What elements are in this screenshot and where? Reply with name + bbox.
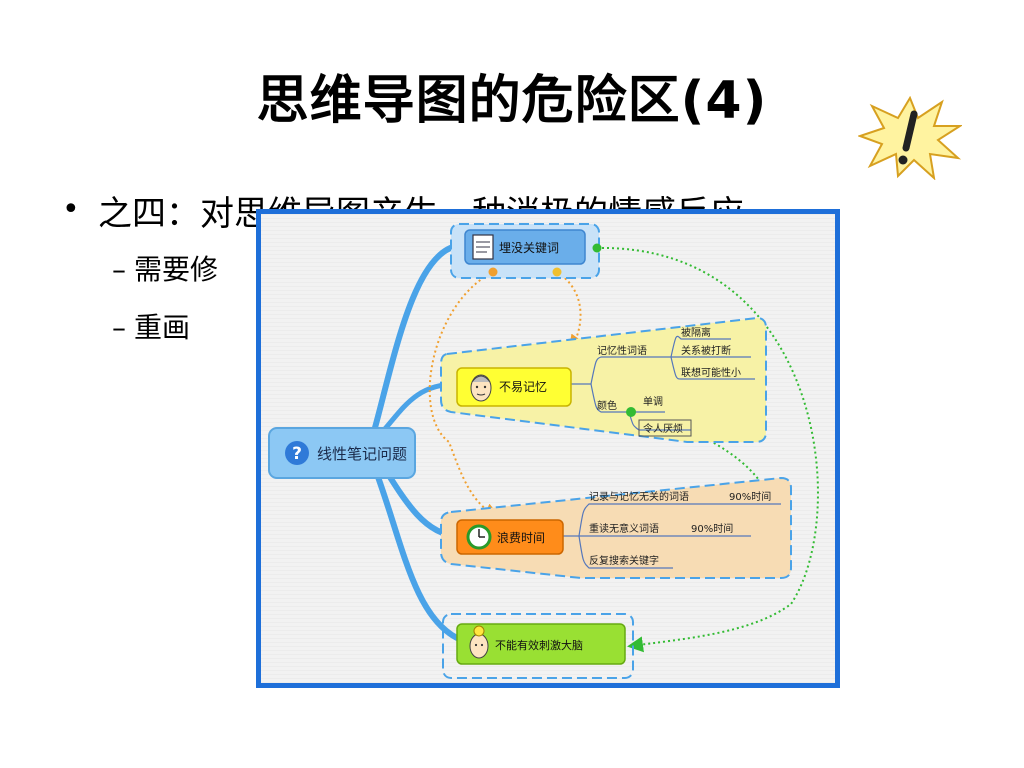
link-dot — [552, 267, 562, 277]
memory-word-item: 关系被打断 — [681, 344, 731, 357]
memory-node[interactable]: 不易记忆 — [456, 367, 572, 407]
memory-region — [440, 316, 767, 443]
waste-item-value: 90%时间 — [729, 490, 771, 503]
waste-item-text: 重读无意义词语 — [589, 522, 659, 535]
sub-item-text: 重画 — [134, 311, 191, 344]
clock-icon — [466, 524, 492, 550]
color-item: 单调 — [643, 396, 663, 408]
mindmap-image: ? 线性笔记问题 埋没关键词 — [256, 209, 840, 688]
brain-node-label: 不能有效刺激大脑 — [495, 638, 583, 652]
color-item: 令人厌烦 — [643, 422, 683, 435]
svg-text:?: ? — [292, 444, 302, 464]
brain-region — [442, 613, 634, 679]
color-label: 颜色 — [597, 399, 617, 412]
mindmap-canvas: ? 线性笔记问题 埋没关键词 — [261, 214, 835, 683]
bury-node-label: 埋没关键词 — [499, 240, 559, 255]
waste-item-text: 反复搜索关键字 — [589, 554, 659, 567]
memory-node-label: 不易记忆 — [499, 380, 547, 394]
head-icon — [470, 374, 492, 402]
center-node-label: 线性笔记问题 — [317, 445, 407, 463]
link-dot — [488, 267, 498, 277]
waste-node-label: 浪费时间 — [497, 530, 545, 545]
sub-item: –重画 — [112, 311, 191, 344]
center-node[interactable]: ? 线性笔记问题 — [268, 427, 416, 479]
memory-words-label: 记忆性词语 — [597, 344, 647, 357]
exclamation-burst-icon — [858, 96, 962, 180]
waste-item-value: 90%时间 — [691, 522, 733, 535]
brain-node[interactable]: 不能有效刺激大脑 — [456, 623, 626, 665]
link-dot — [626, 407, 636, 417]
bury-node[interactable]: 埋没关键词 — [464, 229, 586, 265]
bullet-dot: • — [62, 192, 80, 227]
waste-node[interactable]: 浪费时间 — [456, 519, 564, 555]
memory-word-item: 联想可能性小 — [681, 366, 741, 379]
waste-item-text: 记录与记忆无关的词语 — [589, 490, 689, 503]
sub-item-text: 需要修 — [134, 253, 219, 286]
slide-title: 思维导图的危险区(4) — [256, 71, 768, 131]
sub-item: –需要修 — [112, 253, 219, 286]
highlight-box — [638, 419, 692, 437]
link-dot — [592, 243, 602, 253]
lightbulb-head-icon — [469, 625, 489, 659]
memory-word-item: 被隔离 — [681, 326, 711, 339]
notepad-icon — [472, 234, 494, 260]
question-icon — [285, 441, 309, 465]
waste-subbranches — [563, 503, 781, 569]
